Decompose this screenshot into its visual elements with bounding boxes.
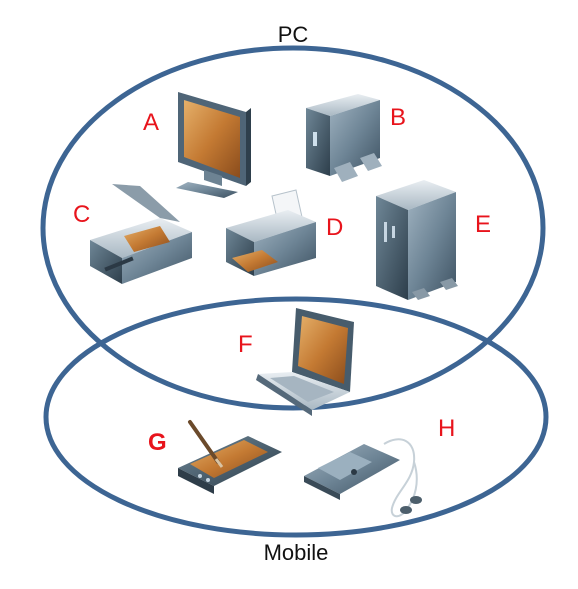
device-label-d: D [326, 214, 343, 241]
device-label-a: A [143, 109, 159, 136]
mobile-set-title: Mobile [264, 540, 329, 565]
pc-set-title: PC [278, 22, 309, 47]
pc-set-ellipse [40, 45, 546, 411]
monitor-icon [176, 92, 251, 198]
device-label-e: E [475, 211, 491, 238]
device-label-c: C [73, 201, 90, 228]
device-label-f: F [238, 331, 253, 358]
tower-pc-icon [376, 180, 458, 300]
scanner-icon [90, 184, 192, 284]
laptop-icon [256, 308, 354, 416]
device-label-h: H [438, 415, 455, 442]
printer-icon [226, 189, 316, 276]
pda-stylus-icon [178, 420, 282, 494]
external-drive-icon [306, 94, 382, 182]
media-player-icon [304, 438, 422, 518]
device-label-b: B [390, 104, 406, 131]
device-label-g: G [148, 429, 167, 456]
mobile-set-ellipse [43, 296, 549, 538]
